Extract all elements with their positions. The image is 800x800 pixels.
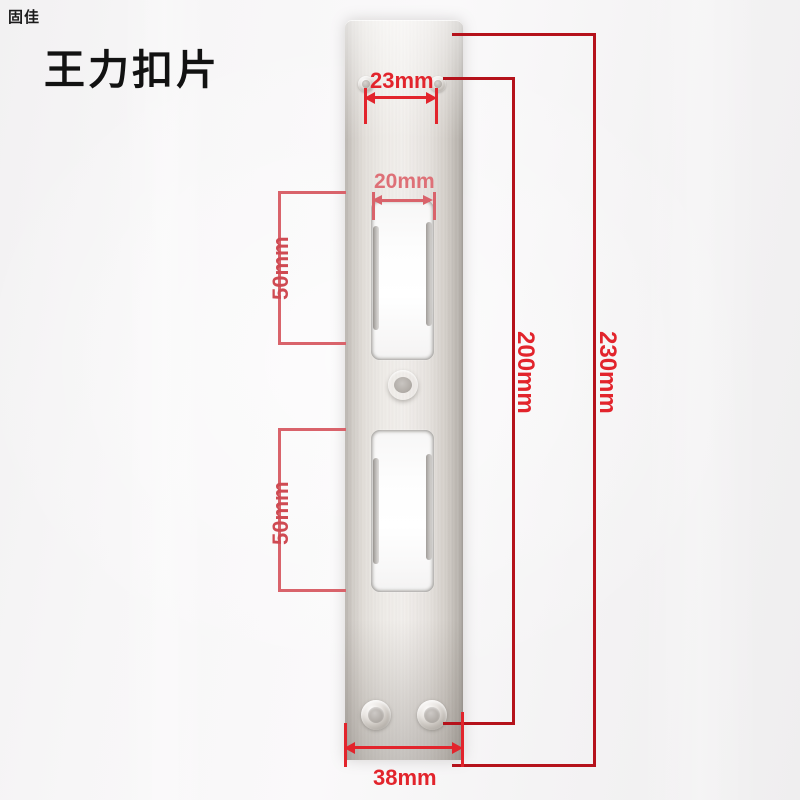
dimension-label-23mm: 23mm <box>370 68 434 93</box>
arrow-head-left <box>344 742 355 754</box>
dimension-label-230mm: 230mm <box>594 331 621 414</box>
bracket-spine <box>278 191 281 345</box>
bracket-bottom-tick <box>278 589 346 592</box>
arrow-head-right <box>426 92 437 104</box>
extension-line-top <box>443 77 515 80</box>
extension-line-right <box>461 712 464 767</box>
center-rivet <box>388 370 418 400</box>
page-title: 王力扣片 <box>44 47 220 93</box>
extension-line-right <box>433 192 436 220</box>
dimension-line <box>378 199 430 202</box>
cutout-rail-left <box>373 458 379 564</box>
cutout-rail-right <box>426 454 432 560</box>
screw-hole-bottom-right <box>417 700 447 730</box>
arrow-head-left <box>364 92 375 104</box>
extension-line-bottom <box>452 764 596 767</box>
bracket-top-tick <box>278 191 346 194</box>
cutout-rail-right <box>426 222 432 326</box>
extension-line-right <box>435 88 438 124</box>
extension-line-top <box>452 33 596 36</box>
dimension-line <box>350 746 458 749</box>
brand-watermark: 固佳 <box>8 9 41 26</box>
latch-cutout-lower <box>371 430 434 592</box>
dimension-label-50mm-upper: 50mm <box>268 236 293 300</box>
extension-line-bottom <box>443 722 515 725</box>
bracket-top-tick <box>278 428 346 431</box>
arrow-head-right <box>423 195 433 205</box>
extension-line-left <box>364 88 367 124</box>
dimension-line <box>512 77 515 725</box>
extension-line-left <box>372 192 375 220</box>
bracket-spine <box>278 428 281 592</box>
cutout-rail-left <box>373 226 379 330</box>
arrow-head-right <box>452 742 463 754</box>
dimension-label-200mm: 200mm <box>512 331 539 414</box>
plate-lower-shading <box>345 620 463 760</box>
screw-hole-top-left <box>358 76 374 92</box>
dimension-label-20mm: 20mm <box>374 170 435 193</box>
screw-hole-top-right <box>430 76 446 92</box>
arrow-head-left <box>372 195 382 205</box>
dimension-label-50mm-lower: 50mm <box>268 481 293 545</box>
latch-cutout-upper <box>371 200 434 360</box>
bracket-bottom-tick <box>278 342 346 345</box>
dimension-line <box>593 33 596 767</box>
strike-plate-body <box>345 20 463 760</box>
dimension-label-38mm: 38mm <box>373 765 437 790</box>
screw-hole-bottom-left <box>361 700 391 730</box>
dimension-line <box>370 96 432 99</box>
